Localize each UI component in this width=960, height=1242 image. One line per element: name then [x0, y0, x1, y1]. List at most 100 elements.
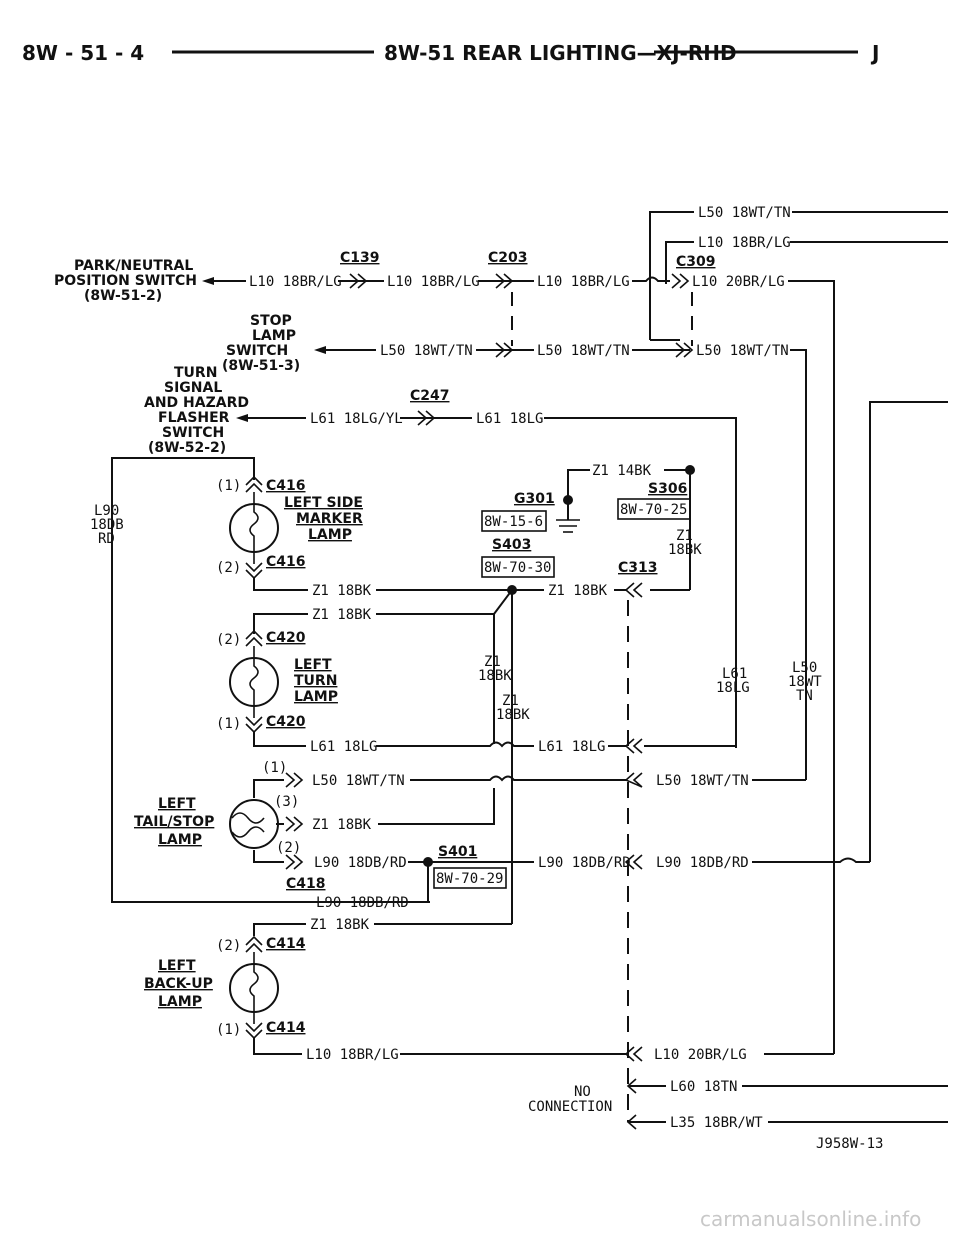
connector-c416-top: C416: [266, 478, 306, 494]
side-marker-label-1: LEFT SIDE: [284, 495, 363, 511]
park-neutral-terminal: [202, 277, 214, 285]
connector-c139-symbol: [349, 273, 368, 289]
connector-c420-top: C420: [266, 630, 306, 646]
wire-label-z1-tail: Z1 18BK: [312, 817, 372, 833]
wire-label-l50-right: L50 18WT/TN: [656, 773, 749, 789]
wire-z1-14bk: [567, 469, 590, 498]
ref-s403: 8W-70-30: [484, 560, 551, 576]
no-connection-area: L60 18TN L35 18BR/WT NO CONNECTION J958W…: [528, 1078, 948, 1152]
c414-top-symbol: [245, 935, 263, 953]
wire-l90-tail-stub: [253, 850, 284, 863]
wire-label-l60: L60 18TN: [670, 1079, 737, 1095]
side-marker-label-2: MARKER: [296, 511, 363, 527]
wire-label-l61-a: L61 18LG/YL: [310, 411, 403, 427]
wire-label-z1-vert-a-2: 18BK: [668, 542, 702, 558]
wire-label-l50-stop-b: L50 18WT/TN: [537, 343, 630, 359]
park-neutral-label-1: PARK/NEUTRAL: [74, 258, 193, 274]
page-header: 8W - 51 - 4 8W-51 REAR LIGHTING—XJ-RHD J: [22, 41, 879, 65]
connector-c203: C203: [488, 250, 528, 266]
model-code: J: [870, 41, 879, 65]
turn-signal-label-3: AND HAZARD: [144, 395, 249, 411]
ground-splice-area: Z1 14BK S306 8W-70-25 Z1 18BK G301 8W-15…: [481, 463, 702, 598]
wire-z1-turn: [253, 613, 308, 634]
page-reference: 8W - 51 - 4: [22, 41, 144, 65]
wire-label-z1-turn: Z1 18BK: [312, 607, 372, 623]
wire-label-l61-vert-2: 18LG: [716, 680, 750, 696]
wire-l61-right-vert: [544, 417, 737, 748]
wire-l61-turn-b: [376, 741, 534, 748]
wire-z1-tail-b: [378, 788, 495, 825]
wire-l10-backup: [253, 1038, 302, 1055]
backup-lamp-label-3: LAMP: [158, 994, 202, 1010]
no-connection-label-1: NO: [574, 1084, 591, 1100]
left-turn-lamp: Z1 18BK Z1 18BK Z1 18BK (2) C420 LEFT TU…: [216, 589, 822, 924]
wire-label-l61-b: L61 18LG: [476, 411, 543, 427]
wire-label-l50-stop-a: L50 18WT/TN: [380, 343, 473, 359]
turn-lamp-label-1: LEFT: [294, 657, 332, 673]
connector-c139: C139: [340, 250, 380, 266]
wire-label-l10-20-b: L10 20BR/LG: [654, 1047, 747, 1063]
pin-tail-3: (3): [274, 794, 299, 810]
wire-label-l35: L35 18BR/WT: [670, 1115, 763, 1131]
pin-c420-1: (1): [216, 716, 241, 732]
wire-label-l90-tail: L90 18DB/RD: [314, 855, 407, 871]
splice-s306: S306: [648, 481, 687, 497]
ref-g301: 8W-15-6: [484, 514, 543, 530]
connector-c203-symbol-a: [495, 273, 514, 289]
c416-top-symbol: [245, 475, 263, 493]
connector-c247-symbol: [417, 410, 436, 426]
wire-label-l50-vert-1: L50: [792, 660, 817, 676]
wire-label-l50-tail: L50 18WT/TN: [312, 773, 405, 789]
connector-c203-symbol-b: [495, 342, 514, 358]
pin-c416-2: (2): [216, 560, 241, 576]
wire-label-l90-loop: L90 18DB/RD: [316, 895, 409, 911]
c313-l10-symbol: [624, 1046, 643, 1062]
connector-c309-symbol-a: [671, 273, 690, 289]
turn-signal-label-6: (8W-52-2): [148, 440, 226, 456]
c313-l61-symbol: [624, 738, 643, 754]
turn-signal-label-4: FLASHER: [158, 410, 230, 426]
tail-stop-lamp-symbol: [229, 799, 279, 849]
connector-c420-bottom: C420: [266, 714, 306, 730]
connector-c416-bottom: C416: [266, 554, 306, 570]
wire-label-l10-pn-c: L10 18BR/LG: [537, 274, 630, 290]
stop-lamp-label-3: SWITCH: [226, 343, 288, 359]
splice-s403: S403: [492, 537, 531, 553]
pin-c414-2: (2): [216, 938, 241, 954]
wire-l50-right-vert: [790, 349, 807, 780]
wire-label-z1-vert-c-2: 18BK: [496, 707, 530, 723]
connector-c309: C309: [676, 254, 716, 270]
wire-label-l61-turn: L61 18LG: [310, 739, 377, 755]
tail-filament-b: [231, 826, 265, 838]
wire-label-l90-mid: L90 18DB/RD: [538, 855, 631, 871]
ground-g301: G301: [514, 491, 555, 507]
pin-tail-2: (2): [276, 840, 301, 856]
turn-signal-label-2: SIGNAL: [164, 380, 222, 396]
park-neutral-label-2: POSITION SWITCH: [54, 273, 197, 289]
turn-signal-label-1: TURN: [174, 365, 217, 381]
turn-lamp-label-3: LAMP: [294, 689, 338, 705]
wire-label-z1-marker: Z1 18BK: [312, 583, 372, 599]
side-marker-filament: [249, 492, 259, 564]
wire-l50-tail-b: [410, 775, 626, 782]
wire-label-z1-vert-c-1: Z1: [502, 693, 519, 709]
tail-stop-label-2: TAIL/STOP: [134, 814, 214, 830]
left-side-marker-lamp: L90 18DB RD (1) C416 LEFT SIDE MARKER LA…: [90, 457, 626, 903]
c416-bottom-symbol: [245, 562, 263, 580]
wire-label-z1-14bk: Z1 14BK: [592, 463, 652, 479]
wire-z1-marker: [253, 578, 308, 591]
left-backup-lamp: Z1 18BK (2) C414 LEFT BACK-UP LAMP (1) C…: [144, 917, 834, 1063]
wire-l90-right-b: [752, 857, 870, 863]
wire-label-l10-pn-b: L10 18BR/LG: [387, 274, 480, 290]
wire-label-l50-top: L50 18WT/TN: [698, 205, 791, 221]
connector-c313: C313: [618, 560, 658, 576]
backup-lamp-label-1: LEFT: [158, 958, 196, 974]
connector-c309-symbol-b: [675, 342, 694, 358]
flasher-terminal: [236, 414, 248, 422]
wire-l10-pn-d: [632, 276, 670, 282]
turn-lamp-filament: [249, 646, 259, 718]
backup-lamp-filament: [249, 952, 259, 1024]
tail-conn-3-symbol: [285, 816, 304, 832]
pin-c420-2: (2): [216, 632, 241, 648]
pin-c416-1: (1): [216, 478, 241, 494]
